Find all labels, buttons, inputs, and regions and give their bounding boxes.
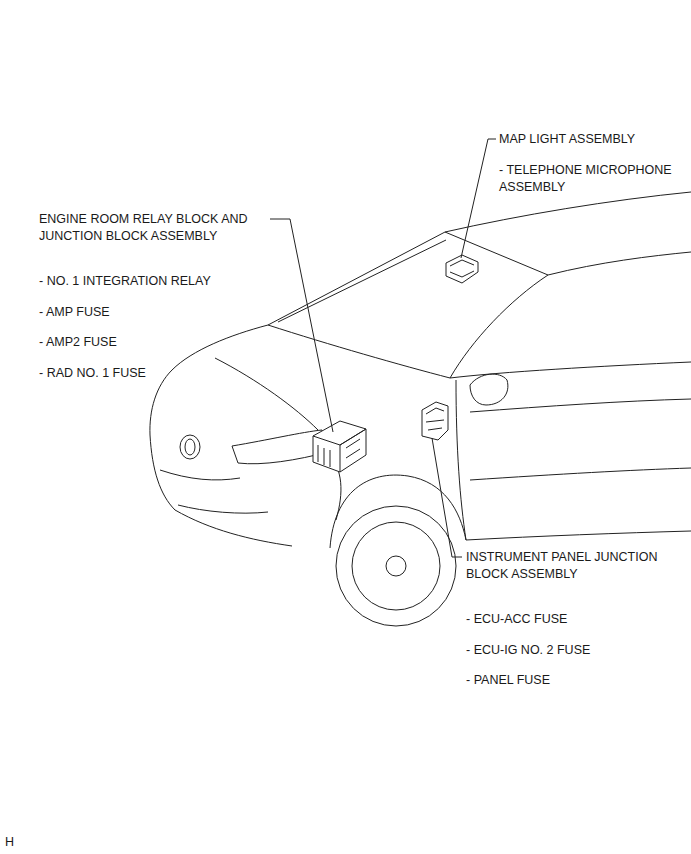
label-holder: MAP LIGHT ASSEMBLY [499,131,635,148]
leader-line [461,139,496,258]
engine-relay-block [313,421,366,472]
a-pillar [450,275,548,378]
label-holder: ENGINE ROOM RELAY BLOCK AND JUNCTION BLO… [39,211,271,245]
hood-edge [150,325,268,435]
bumper-line [160,470,240,480]
label-holder: - AMP2 FUSE [39,334,117,351]
sub-part-label: - AMP FUSE [39,304,110,321]
windshield-outline [268,232,548,325]
roof-rail [445,192,691,232]
tire [336,506,456,626]
side-character-line [470,468,691,480]
sub-part-label: - ECU-ACC FUSE [466,611,567,628]
part-label: INSTRUMENT PANEL JUNCTION BLOCK ASSEMBLY [466,549,671,583]
wheel-arch [330,475,466,548]
leader-line [432,438,462,557]
emblem [180,435,200,459]
windshield-inner [278,240,446,322]
sub-part-label: - TELEPHONE MICROPHONE ASSEMBLY [499,162,681,196]
label-holder: - AMP FUSE [39,304,110,321]
label-holder: H [5,834,14,851]
door-front-edge [456,380,466,540]
front-face [150,435,292,546]
label-holder: INSTRUMENT PANEL JUNCTION BLOCK ASSEMBLY [466,549,671,583]
label-holder: - ECU-IG NO. 2 FUSE [466,642,590,659]
instrument-panel-block-detail [426,408,444,430]
label-holder: - TELEPHONE MICROPHONE ASSEMBLY [499,162,681,196]
map-light-detail [450,260,474,277]
engine-relay-block-detail [318,439,360,467]
hub [386,556,406,576]
part-label: ENGINE ROOM RELAY BLOCK AND JUNCTION BLO… [39,211,271,245]
figure-code: H [5,834,14,851]
map-light [446,255,478,283]
instrument-panel-block [422,402,448,440]
bumper-lower [178,505,268,513]
sub-part-label: - AMP2 FUSE [39,334,117,351]
roof-line [548,252,691,275]
sub-part-label: - RAD NO. 1 FUSE [39,365,146,382]
label-holder: - RAD NO. 1 FUSE [39,365,146,382]
sub-part-label: - ECU-IG NO. 2 FUSE [466,642,590,659]
part-label: MAP LIGHT ASSEMBLY [499,131,635,148]
door-mirror [470,374,508,405]
sub-part-label: - NO. 1 INTEGRATION RELAY [39,273,211,290]
label-holder: - ECU-ACC FUSE [466,611,567,628]
rim [352,522,440,610]
label-holder: - PANEL FUSE [466,672,550,689]
window-sill [450,362,691,378]
cowl-line [268,325,450,378]
hood-crease [215,358,318,430]
belt-line [470,399,691,412]
emblem-inner [185,439,195,455]
label-holder: - NO. 1 INTEGRATION RELAY [39,273,211,290]
sub-part-label: - PANEL FUSE [466,672,550,689]
leader-line [270,219,333,432]
rocker-line [466,531,691,540]
